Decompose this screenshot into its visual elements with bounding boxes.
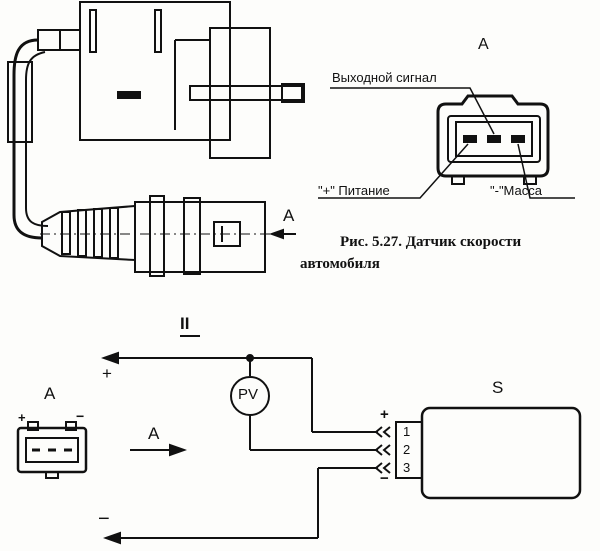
minus-mark: − xyxy=(98,508,110,530)
sensor-flange xyxy=(209,27,271,159)
housing-slot-left xyxy=(89,9,97,53)
connector-icon-tab-bottom xyxy=(45,471,59,479)
view-arrow-label-top: A xyxy=(283,206,295,225)
power-label: "+" Питание xyxy=(318,183,390,198)
drive-shaft xyxy=(189,85,303,101)
leader-signal xyxy=(330,87,495,135)
terminal-plus: + xyxy=(380,406,389,423)
connector-icon-cavity xyxy=(25,437,79,463)
signal-label: Выходной сигнал xyxy=(332,70,437,85)
pin-signal xyxy=(487,135,501,143)
plus-rail-arrow xyxy=(101,351,119,365)
terminal-minus: − xyxy=(380,470,389,487)
sensor-box xyxy=(420,406,582,500)
plus-mark: + xyxy=(102,364,112,383)
connector-icon-tab-left xyxy=(27,421,39,431)
terminal-chevrons xyxy=(374,426,391,474)
sensor-cable-inner xyxy=(25,51,49,227)
connector-plus: + xyxy=(18,410,26,425)
sensor-cable-outer xyxy=(12,38,43,240)
connector-view-label: A xyxy=(478,36,489,53)
shell-tab-left xyxy=(451,175,465,185)
voltmeter-label: PV xyxy=(238,386,259,403)
terminal-pin-3: 3 xyxy=(403,460,411,475)
housing-slot-right xyxy=(154,9,162,53)
connector-shell xyxy=(436,94,550,178)
ground-label: "-"Масса xyxy=(490,183,542,198)
pin-ground xyxy=(511,135,525,143)
figure-caption-line1: Рис. 5.27. Датчик скорости xyxy=(340,234,522,250)
shell-tab-right xyxy=(523,175,537,185)
view-arrow-head xyxy=(169,443,187,457)
connector-cavity xyxy=(455,121,533,157)
terminal-pin-1: 1 xyxy=(403,424,411,439)
housing-mark xyxy=(117,91,141,99)
connector-minus: − xyxy=(76,408,85,424)
boot-ribs xyxy=(61,207,119,259)
leader-power xyxy=(318,143,469,199)
connector-label: A xyxy=(44,384,56,403)
view-arrow-head-top xyxy=(269,228,284,240)
minus-rail-arrow xyxy=(103,531,121,545)
view-arrow-label: A xyxy=(148,424,160,443)
connector-collar-1 xyxy=(149,195,165,277)
connector-inner-frame xyxy=(447,115,541,163)
connector-collar-2 xyxy=(183,197,201,275)
section-label: II xyxy=(180,314,190,333)
sensor-label: S xyxy=(492,378,504,397)
drive-shaft-tip xyxy=(281,83,305,103)
figure-caption-line2: автомобиля xyxy=(300,256,380,272)
cable-sleeve xyxy=(7,61,33,143)
terminal-pin-2: 2 xyxy=(403,442,411,457)
connector-icon-tab-right xyxy=(65,421,77,431)
sensor-housing xyxy=(79,1,231,141)
leader-ground xyxy=(517,143,575,199)
pin-power xyxy=(463,135,477,143)
